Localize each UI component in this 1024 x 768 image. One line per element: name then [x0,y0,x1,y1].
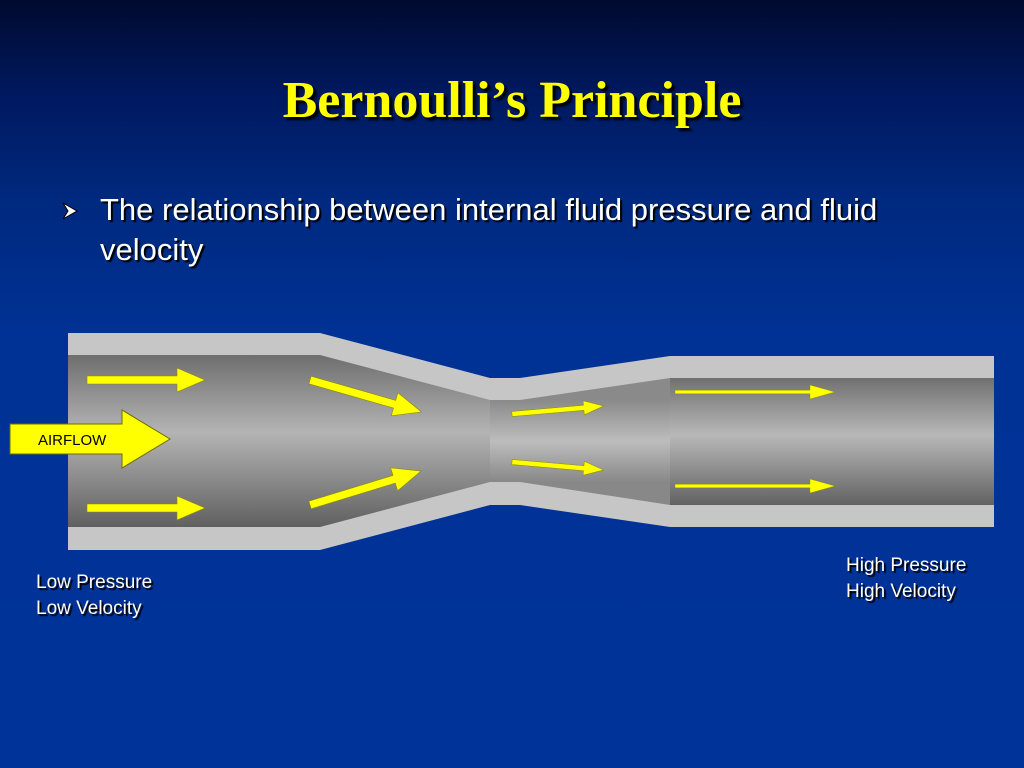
flow-arrow [674,478,836,494]
bullet-item: The relationship between internal fluid … [62,190,982,270]
slide-title: Bernoulli’s Principle [282,72,742,129]
pipe-inlet-section [68,355,320,527]
high-pressure-caption: High Pressure High Velocity [846,553,966,605]
flow-arrow [674,384,836,400]
flow-arrow [86,495,206,521]
flow-arrow [308,467,422,510]
flow-arrow [308,375,423,417]
low-velocity-label: Low Velocity [36,598,142,619]
arrowhead-bullet-icon [62,190,100,225]
flow-arrow [86,367,206,393]
pipe-outlet-section [670,378,994,505]
airflow-arrow: AIRFLOW [9,409,171,469]
airflow-label: AIRFLOW [38,432,107,449]
flow-arrow [511,459,605,476]
high-velocity-label: High Velocity [846,581,956,602]
flow-arrow [511,400,605,417]
high-pressure-label: High Pressure [846,555,967,576]
bullet-text: The relationship between internal fluid … [100,192,878,267]
low-pressure-label: Low Pressure [36,572,153,593]
low-pressure-caption: Low Pressure Low Velocity [36,570,152,622]
